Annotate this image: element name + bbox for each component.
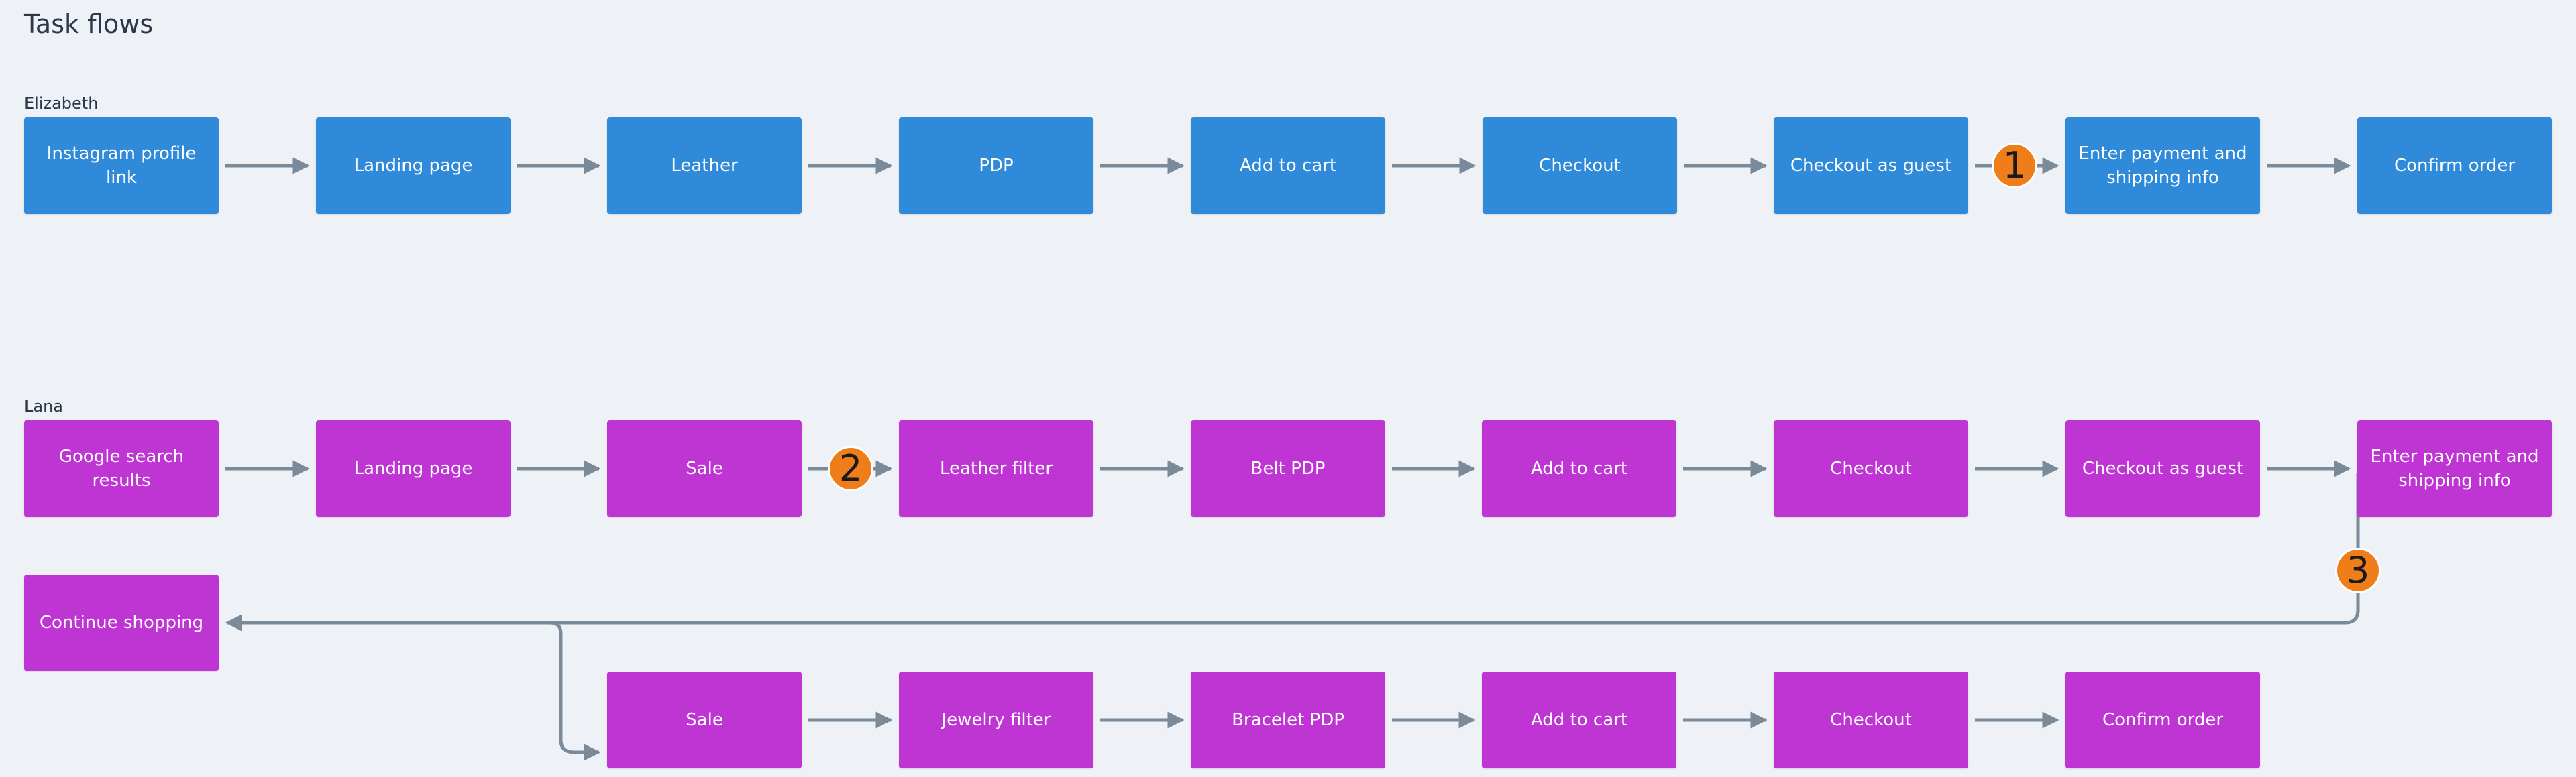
flow-label-elizabeth: Elizabeth (24, 94, 99, 113)
continue-shopping-step: Continue shopping (24, 575, 219, 671)
flow-arrow-branch (549, 621, 601, 761)
elizabeth-step-7: Checkout as guest (1774, 117, 1968, 214)
elizabeth-step-3: Leather (607, 117, 802, 214)
branch-step-4: Add to cart (1482, 672, 1676, 768)
elizabeth-step-4: PDP (899, 117, 1093, 214)
elizabeth-step-5: Add to cart (1191, 117, 1385, 214)
branch-step-3: Bracelet PDP (1191, 672, 1385, 768)
lana-step-6: Add to cart (1482, 420, 1676, 517)
lana-step-9: Enter payment and shipping info (2357, 420, 2552, 517)
elizabeth-step-6: Checkout (1483, 117, 1677, 214)
annotation-badge-3: 3 (2335, 548, 2381, 593)
lana-step-7: Checkout (1774, 420, 1968, 517)
elizabeth-step-9: Confirm order (2357, 117, 2552, 214)
lana-step-2: Landing page (316, 420, 511, 517)
lana-step-4: Leather filter (899, 420, 1093, 517)
lana-step-1: Google search results (24, 420, 219, 517)
lana-step-3: Sale (607, 420, 802, 517)
branch-step-1: Sale (607, 672, 802, 768)
branch-step-2: Jewelry filter (899, 672, 1093, 768)
lana-step-5: Belt PDP (1191, 420, 1385, 517)
flow-label-lana: Lana (24, 397, 63, 416)
annotation-badge-2: 2 (828, 446, 873, 491)
flow-arrow-loop-back (225, 473, 2360, 632)
branch-step-5: Checkout (1774, 672, 1968, 768)
branch-step-6: Confirm order (2065, 672, 2260, 768)
elizabeth-step-1: Instagram profile link (24, 117, 219, 214)
elizabeth-step-2: Landing page (316, 117, 511, 214)
lana-step-8: Checkout as guest (2065, 420, 2260, 517)
annotation-badge-1: 1 (1992, 143, 2037, 188)
page-title: Task flows (24, 9, 154, 39)
elizabeth-step-8: Enter payment and shipping info (2065, 117, 2260, 214)
